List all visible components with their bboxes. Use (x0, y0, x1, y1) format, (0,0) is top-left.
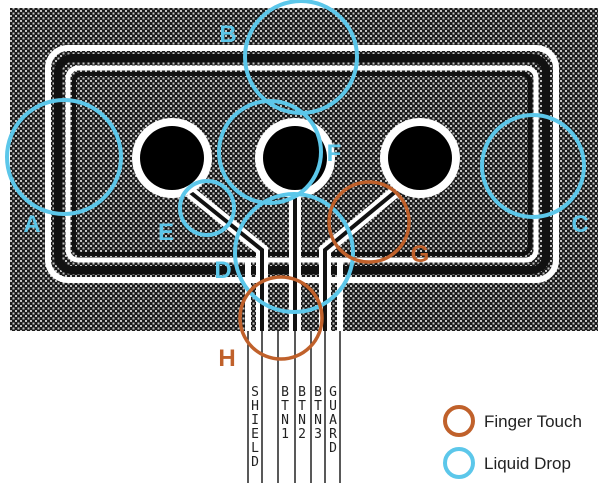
legend-label-liquid: Liquid Drop (484, 454, 571, 473)
legend-label-finger: Finger Touch (484, 412, 582, 431)
marker-label-b: B (219, 21, 236, 48)
legend-swatch-finger (443, 405, 475, 437)
marker-ring-g (327, 180, 411, 264)
markers: A B C D E F G H (5, 0, 589, 372)
marker-ring-c (480, 113, 586, 219)
marker-label-d: D (214, 257, 231, 284)
legend-swatch-liquid (443, 447, 475, 479)
marker-label-g: G (411, 241, 430, 268)
marker-ring-a (5, 98, 123, 216)
marker-label-e: E (158, 219, 174, 246)
button-btn2 (255, 118, 335, 198)
marker-ring-f (217, 99, 323, 205)
marker-ring-h (238, 275, 324, 361)
guard-ring-gap (54, 54, 550, 274)
marker-ring-d (233, 192, 355, 314)
marker-label-a: A (23, 211, 40, 238)
marker-label-c: C (571, 211, 588, 238)
marker-ring-e (178, 179, 236, 237)
guard-ring-inner-dark (72, 72, 532, 256)
marker-label-h: H (218, 345, 235, 372)
guard-ring-outer (45, 45, 559, 283)
guard-ring-inner (65, 65, 539, 263)
marker-label-f: F (327, 140, 342, 167)
button-btn3 (380, 118, 460, 198)
button-btn1 (132, 118, 212, 198)
